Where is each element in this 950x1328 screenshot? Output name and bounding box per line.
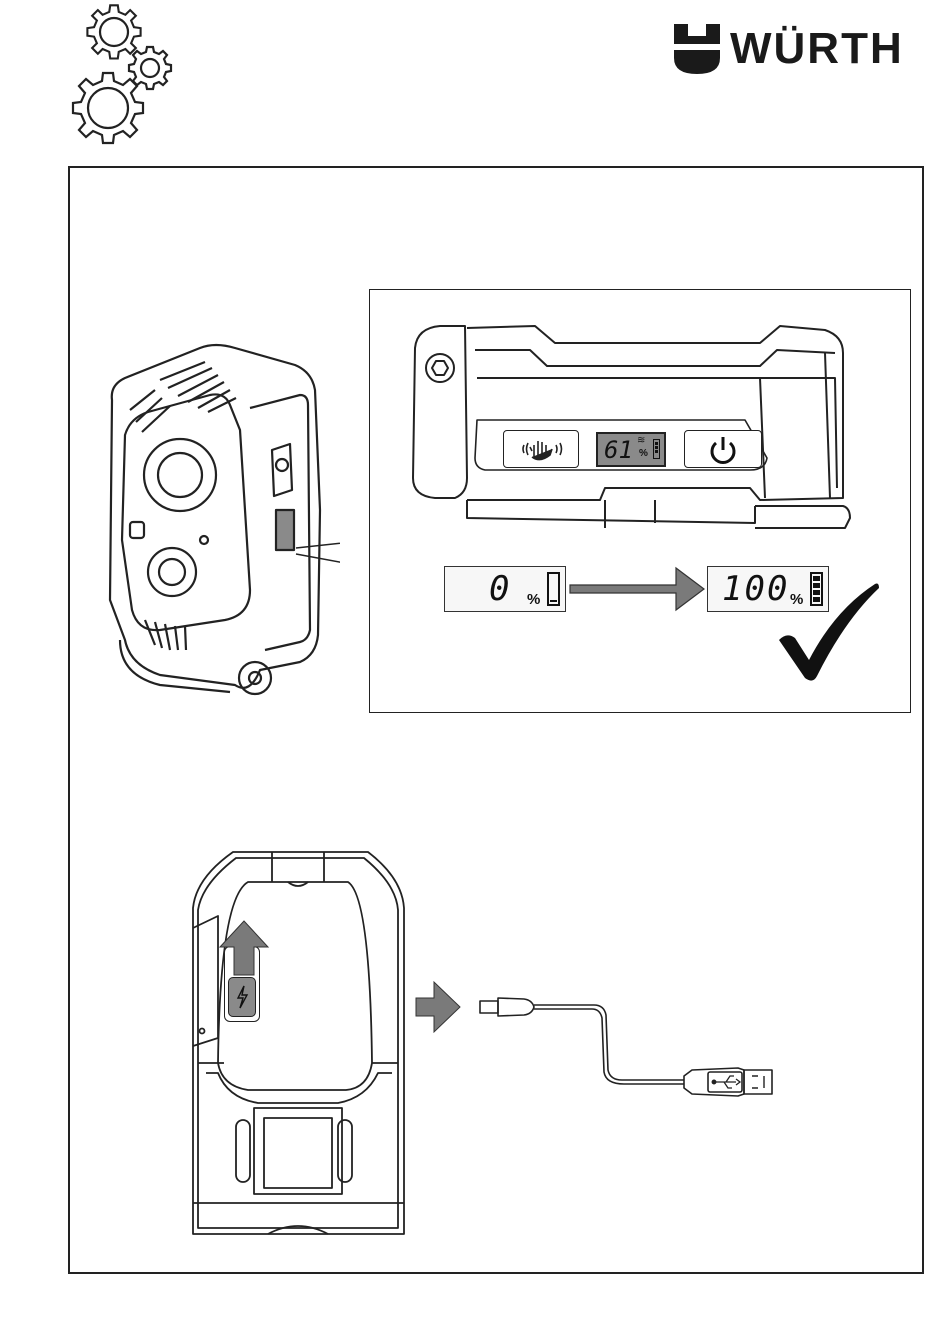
arrow-right-small-icon [412,980,464,1034]
status-display: 61 ≋ % [596,432,666,467]
camera-illustration [100,340,340,700]
usb-icon [712,1076,740,1088]
gears-icon [68,2,178,147]
wurth-logo-icon [672,22,722,76]
power-icon [685,431,761,467]
battery-mini-icon [653,439,660,459]
device-back-illustration [188,848,410,1240]
hand-icon [504,431,580,467]
checkmark-icon [775,580,885,684]
lightning-icon [229,978,255,1016]
battery-empty-icon [547,572,560,606]
wifi-icon: ≋ [637,435,645,446]
arrow-right-icon [568,564,708,614]
wurth-logo: WÜRTH [672,22,917,78]
brand-name: WÜRTH [730,24,904,74]
start-value: 0 [489,569,511,609]
battery-display-empty: 0 % [444,566,566,612]
control-panel-closeup [405,318,855,530]
camera-icon [100,340,340,700]
power-button[interactable] [684,430,762,468]
hand-button[interactable] [503,430,579,468]
display-unit: % [639,448,648,459]
arrow-up-icon [216,917,272,977]
start-unit: % [527,591,540,608]
display-value: 61 [604,436,633,464]
usb-cable-icon [474,990,784,1100]
